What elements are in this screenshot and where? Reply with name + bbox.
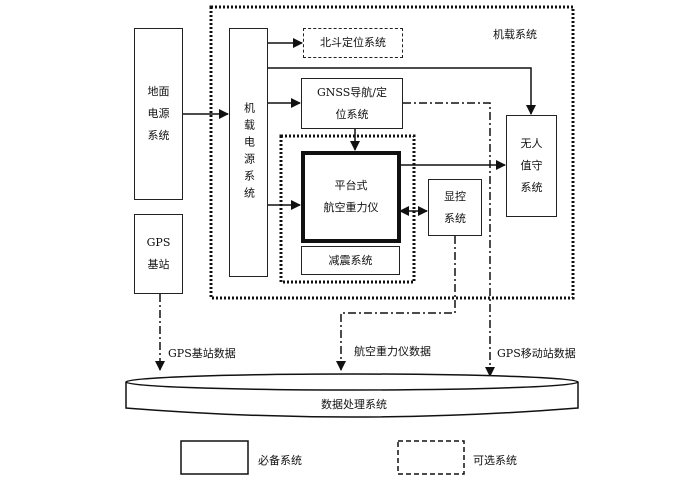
edge-gnss-to-data-processing — [403, 102, 495, 377]
legend-required-swatch — [180, 440, 249, 475]
node-beidou[interactable]: 北斗定位系统 — [303, 28, 403, 58]
edge-label-gps-base-data: GPS基站数据 — [168, 347, 236, 360]
legend-optional-swatch — [397, 440, 465, 475]
node-airborne-power[interactable]: 机载电源系统 — [229, 28, 268, 277]
node-ground-power[interactable]: 地面 电源 系统 — [134, 28, 183, 200]
node-damping[interactable]: 减震系统 — [301, 246, 400, 275]
node-unattended[interactable]: 无人 值守 系统 — [506, 115, 557, 217]
airborne-system-label: 机载系统 — [493, 28, 537, 41]
edge-power-to-unattended — [267, 67, 536, 115]
edge-label-gravimeter-data: 航空重力仪数据 — [354, 345, 431, 358]
node-data-processing-label[interactable]: 数据处理系统 — [321, 398, 387, 411]
legend-required-label: 必备系统 — [258, 454, 302, 467]
edge-display-control-to-data-processing — [336, 236, 456, 371]
airborne-system-boundary — [209, 5, 575, 300]
node-gps-base[interactable]: GPS 基站 — [134, 214, 183, 294]
node-gnss[interactable]: GNSS导航/定 位系统 — [301, 78, 403, 129]
legend-optional-label: 可选系统 — [473, 454, 517, 467]
edge-label-gps-mobile-data: GPS移动站数据 — [497, 347, 576, 360]
data-processing-cylinder — [125, 373, 579, 418]
node-gravimeter[interactable]: 平台式 航空重力仪 — [301, 151, 401, 243]
airborne-power-label: 机载电源系统 — [242, 101, 256, 204]
node-display-control[interactable]: 显控 系统 — [428, 179, 482, 236]
